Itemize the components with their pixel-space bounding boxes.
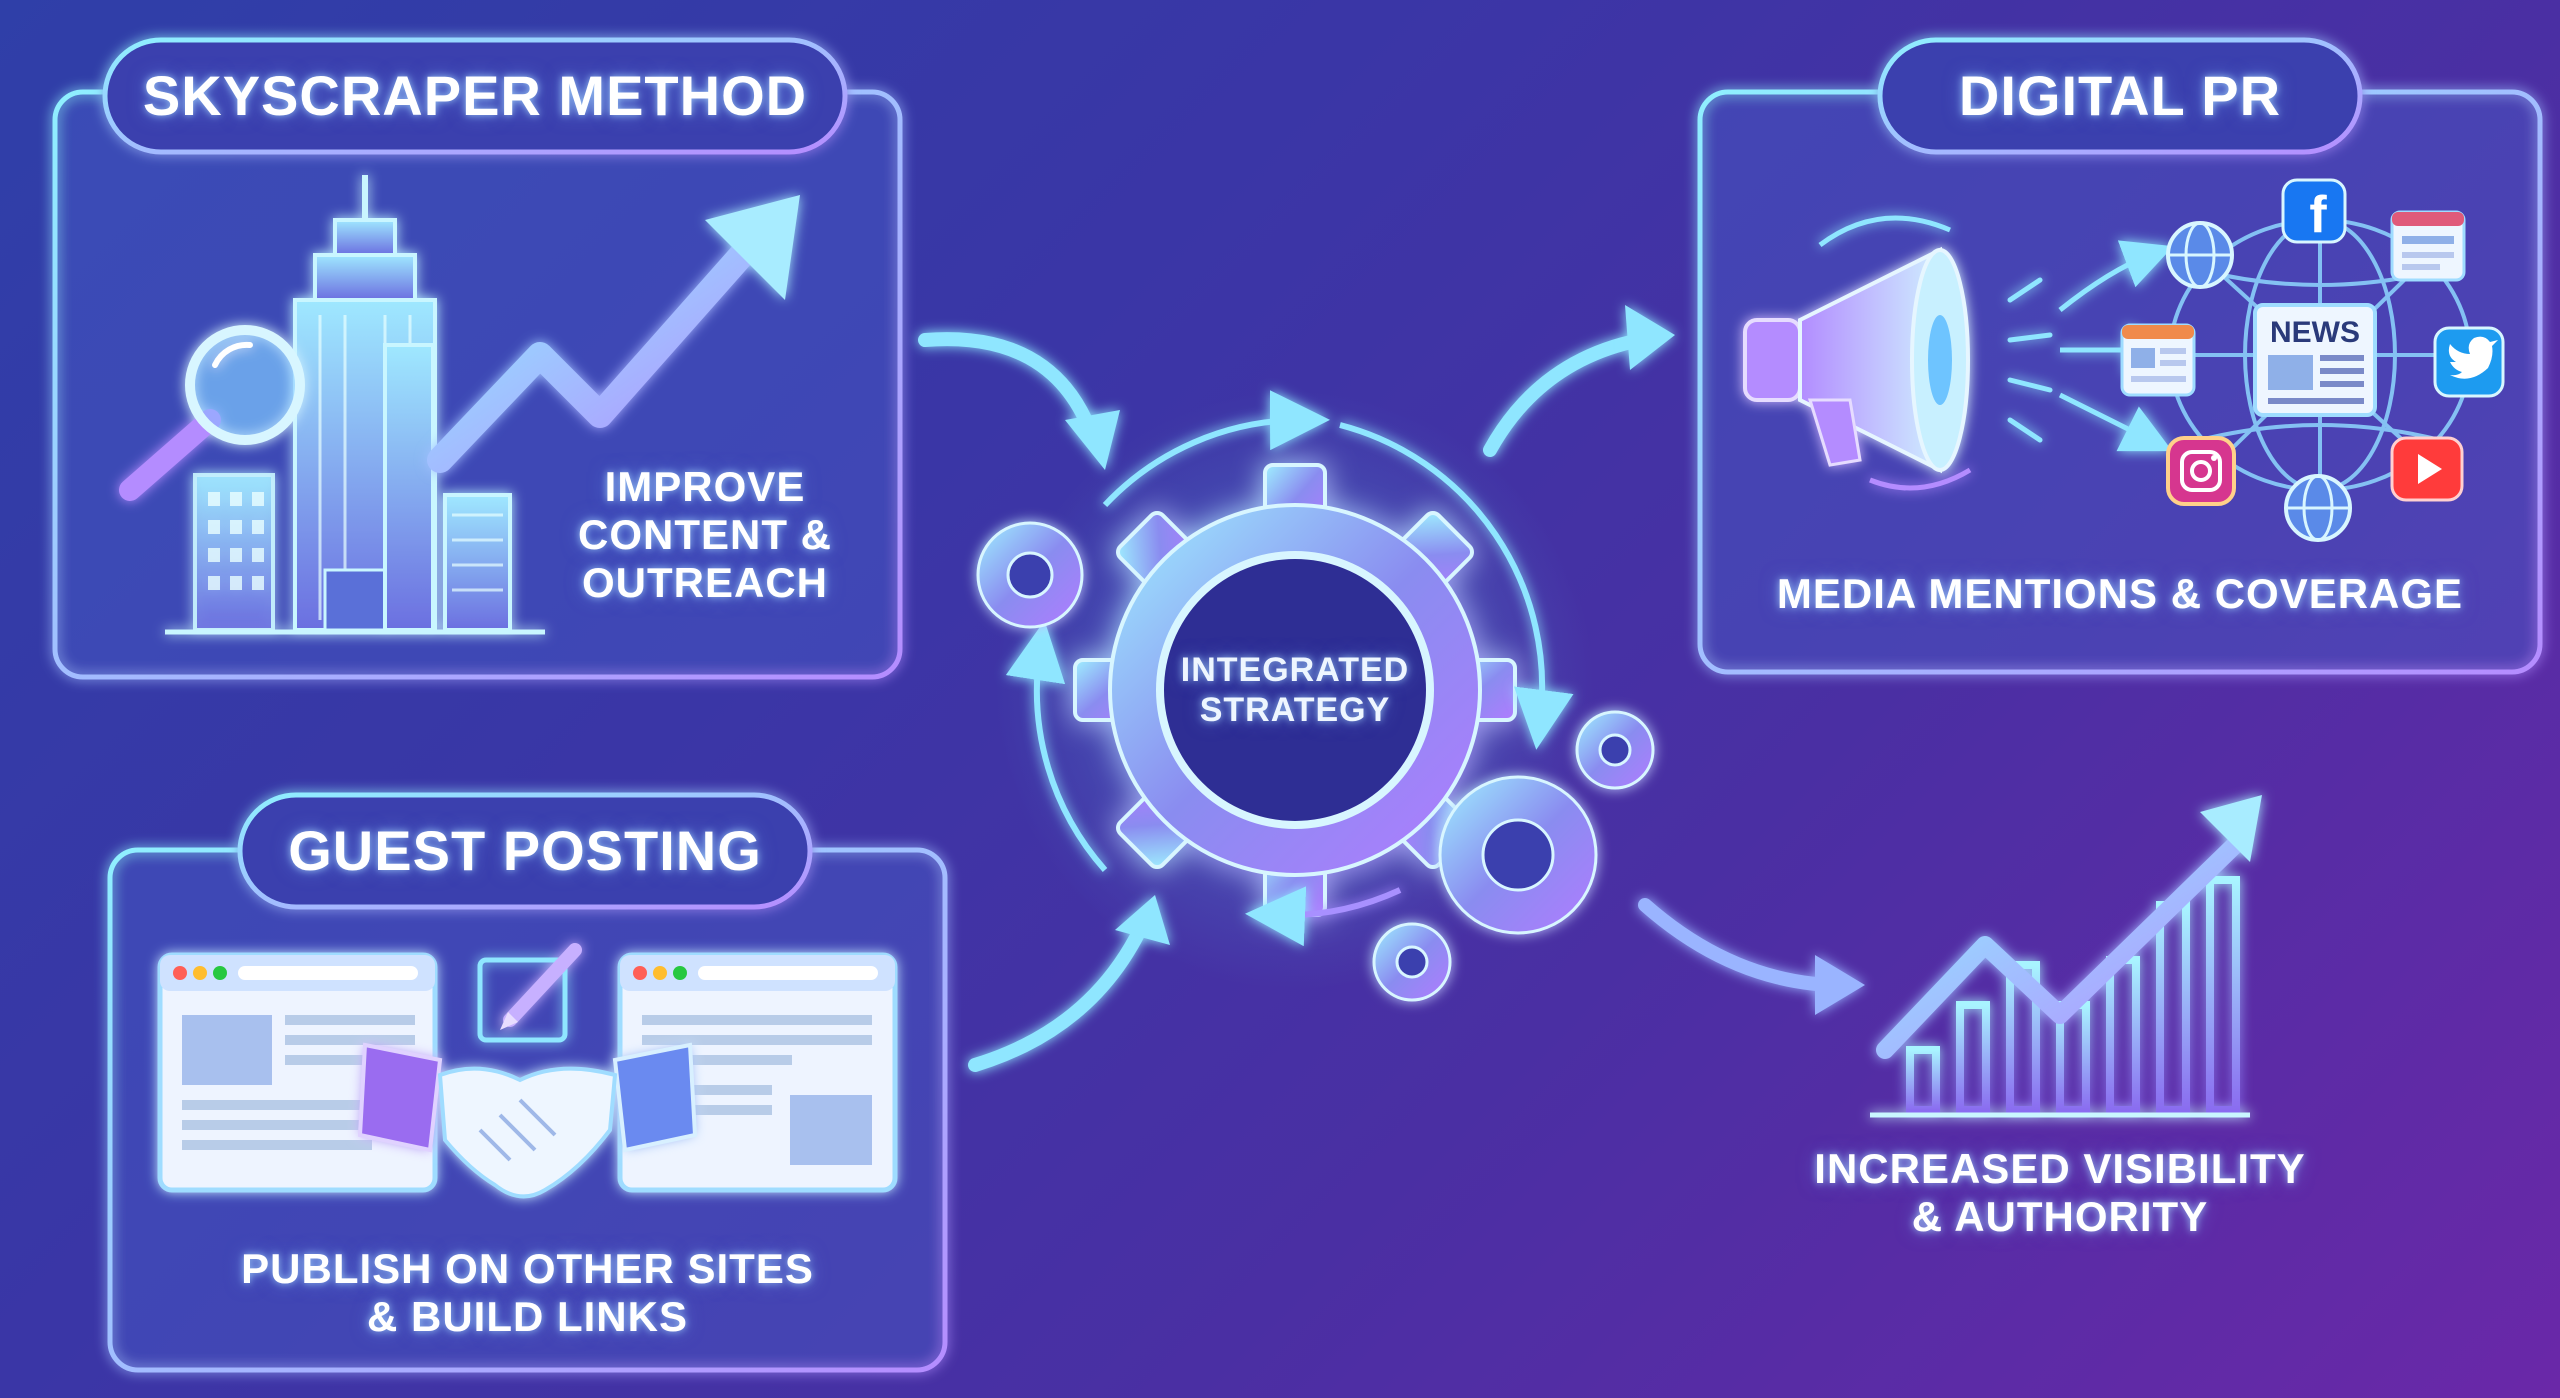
- gear-icon: [1575, 710, 1655, 790]
- guest-posting-title: GUEST POSTING: [288, 819, 762, 882]
- guest-posting-desc-line: PUBLISH ON OTHER SITES: [241, 1245, 814, 1292]
- integrated-strategy-line: INTEGRATED: [1180, 651, 1410, 689]
- twitter-icon: [2433, 326, 2505, 398]
- outcome-line: & AUTHORITY: [1911, 1193, 2209, 1240]
- flow-arrowheads: [1065, 305, 1865, 1015]
- digital-pr-desc: MEDIA MENTIONS & COVERAGE: [1776, 570, 2464, 617]
- browser-window-icon: [157, 952, 438, 1193]
- guest-posting-panel: [107, 792, 948, 1373]
- flow-arrows: [918, 332, 1837, 1072]
- news-icon: NEWS: [2253, 303, 2377, 417]
- integrated-strategy-label: INTEGRATED STRATEGY: [1145, 650, 1445, 730]
- guest-posting-title-pill: [237, 792, 813, 910]
- globe-icon: [2166, 221, 2234, 289]
- gear-icon: [1438, 775, 1598, 935]
- flow-arrow-digital-pr: [1483, 333, 1647, 457]
- media-network: f NEWS: [2120, 178, 2505, 542]
- browser-window-icon: [2120, 323, 2196, 397]
- skyscraper-icon: [165, 175, 545, 635]
- skyscraper-panel: [52, 37, 903, 680]
- skyscraper-title-pill: [102, 37, 848, 155]
- integrated-strategy-line: STRATEGY: [1199, 691, 1391, 729]
- digital-pr-title-pill: [1877, 37, 2363, 155]
- pencil-icon: [477, 943, 582, 1043]
- skyscraper-title: SKYSCRAPER METHOD: [142, 64, 808, 127]
- skyscraper-desc-line: OUTREACH: [582, 559, 828, 606]
- integrated-strategy-hub: [976, 390, 1655, 1002]
- gear-icon: [1372, 922, 1452, 1002]
- skyscraper-desc-line: IMPROVE: [604, 463, 806, 510]
- skyscraper-desc: IMPROVE CONTENT & OUTREACH: [555, 463, 855, 607]
- flow-arrow-skyscraper: [918, 332, 1097, 437]
- outcome-line: INCREASED VISIBILITY: [1814, 1145, 2306, 1192]
- gear-icon: [1073, 463, 1517, 917]
- instagram-icon: [2166, 436, 2236, 506]
- growth-chart-icon: [1870, 795, 2262, 1118]
- guest-posting-desc-line: & BUILD LINKS: [367, 1293, 688, 1340]
- digital-pr-panel: f NEWS: [1697, 37, 2543, 675]
- digital-pr-title: DIGITAL PR: [1958, 64, 2282, 127]
- facebook-icon: f: [2281, 178, 2347, 244]
- gear-icon: [976, 521, 1084, 629]
- handshake-icon: [357, 1042, 698, 1199]
- flow-arrow-guest-posting: [968, 923, 1147, 1072]
- browser-window-icon: [2390, 210, 2466, 282]
- svg-text:f: f: [2309, 186, 2327, 244]
- megaphone-icon: [1743, 215, 2175, 491]
- youtube-icon: [2390, 436, 2464, 502]
- guest-posting-desc: PUBLISH ON OTHER SITES & BUILD LINKS: [110, 1245, 945, 1341]
- trend-arrow-icon: [427, 195, 800, 473]
- globe-icon: [2284, 474, 2352, 542]
- skyscraper-desc-line: CONTENT &: [578, 511, 832, 558]
- outcome-label: INCREASED VISIBILITY & AUTHORITY: [1740, 1145, 2380, 1241]
- news-label: NEWS: [2270, 316, 2360, 349]
- flow-arrow-outcome: [1638, 898, 1837, 992]
- magnifier-icon: [119, 325, 305, 501]
